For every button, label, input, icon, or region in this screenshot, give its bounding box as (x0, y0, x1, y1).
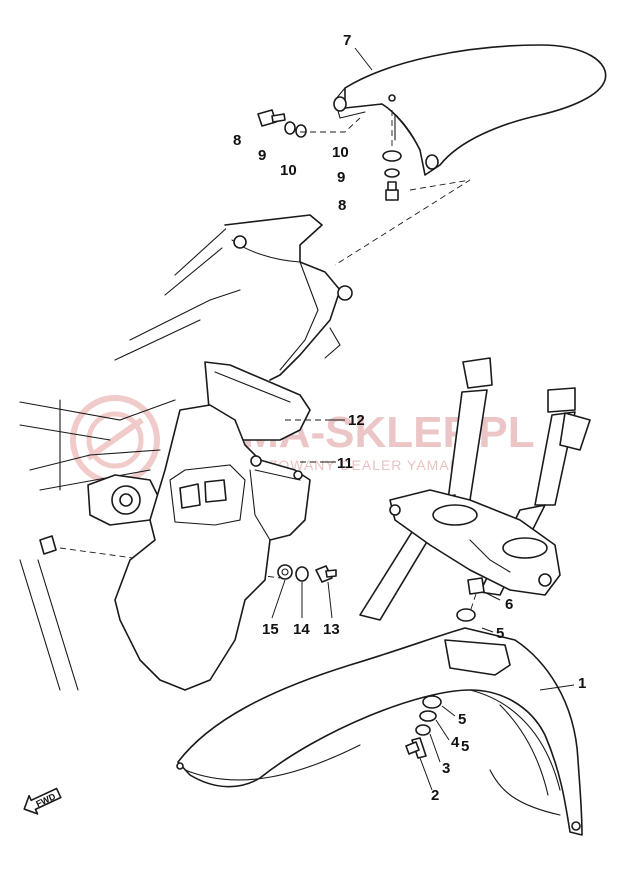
callout-5-middle: 5 (458, 711, 466, 728)
bolt-8-upper (257, 109, 307, 138)
callout-15: 15 (262, 621, 279, 638)
callout-5-top: 5 (496, 625, 504, 642)
part-front-fender (176, 627, 583, 836)
callout-14: 14 (293, 621, 310, 638)
callout-8-center: 8 (338, 197, 346, 214)
bolt-6 (467, 577, 485, 613)
callout-9-upper-left: 9 (258, 147, 266, 164)
callout-1: 1 (578, 675, 586, 692)
callout-13: 13 (323, 621, 340, 638)
callout-11: 11 (337, 455, 353, 472)
callout-8-upper-left: 8 (233, 132, 241, 149)
callout-9-center: 9 (337, 169, 345, 186)
fender-fasteners (405, 695, 442, 759)
washer-5-top (456, 608, 476, 622)
fwd-direction-marker: FWD (23, 787, 62, 815)
callout-4: 4 (451, 734, 460, 751)
callout-6: 6 (505, 596, 513, 613)
frame (114, 214, 353, 381)
callout-2: 2 (431, 787, 439, 804)
callout-10-upper-left: 10 (280, 162, 297, 179)
front-forks (359, 357, 591, 621)
callout-3: 3 (442, 760, 450, 777)
fwd-arrow-icon (23, 787, 62, 815)
callout-12: 12 (348, 412, 365, 429)
callout-5-lower: 5 (461, 738, 469, 755)
callout-10-center: 10 (332, 144, 349, 161)
part-cover (333, 44, 607, 176)
fasteners-13-15 (277, 564, 337, 583)
bolt-stack-center (382, 150, 402, 201)
part-number-plate (114, 404, 311, 691)
callout-labels: 7 8 9 10 10 9 8 12 11 15 14 13 6 5 1 5 4… (233, 32, 586, 804)
leader-lines (271, 47, 575, 791)
callout-7: 7 (343, 32, 351, 49)
